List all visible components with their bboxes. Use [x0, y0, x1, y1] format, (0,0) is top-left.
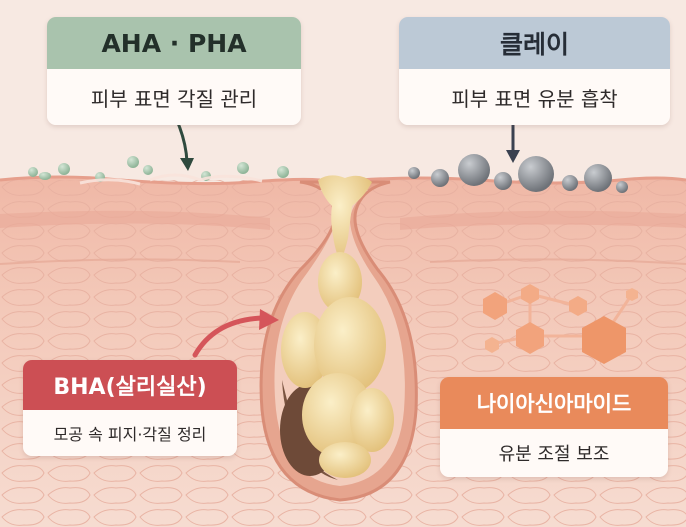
clay-title: 클레이: [399, 17, 670, 69]
niacinamide-card: 나이아신아마이드 유분 조절 보조: [440, 377, 668, 477]
aha-pha-card: AHA · PHA 피부 표면 각질 관리: [47, 17, 301, 125]
sebum-plug: [281, 175, 394, 478]
niacinamide-title: 나이아신아마이드: [440, 377, 668, 429]
clay-particles: [408, 154, 628, 193]
clay-card: 클레이 피부 표면 유분 흡착: [399, 17, 670, 125]
bha-card: BHA(살리실산) 모공 속 피지·각질 정리: [23, 360, 237, 456]
aha-particles: [28, 156, 289, 186]
aha-pha-description: 피부 표면 각질 관리: [47, 69, 301, 125]
molecule-hexagons: [483, 284, 638, 364]
bha-description: 모공 속 피지·각질 정리: [23, 410, 237, 456]
bha-title: BHA(살리실산): [23, 360, 237, 410]
niacinamide-description: 유분 조절 보조: [440, 429, 668, 477]
arrow-curved-right-icon: [192, 309, 279, 358]
clay-description: 피부 표면 유분 흡착: [399, 69, 670, 125]
aha-pha-title: AHA · PHA: [47, 17, 301, 69]
